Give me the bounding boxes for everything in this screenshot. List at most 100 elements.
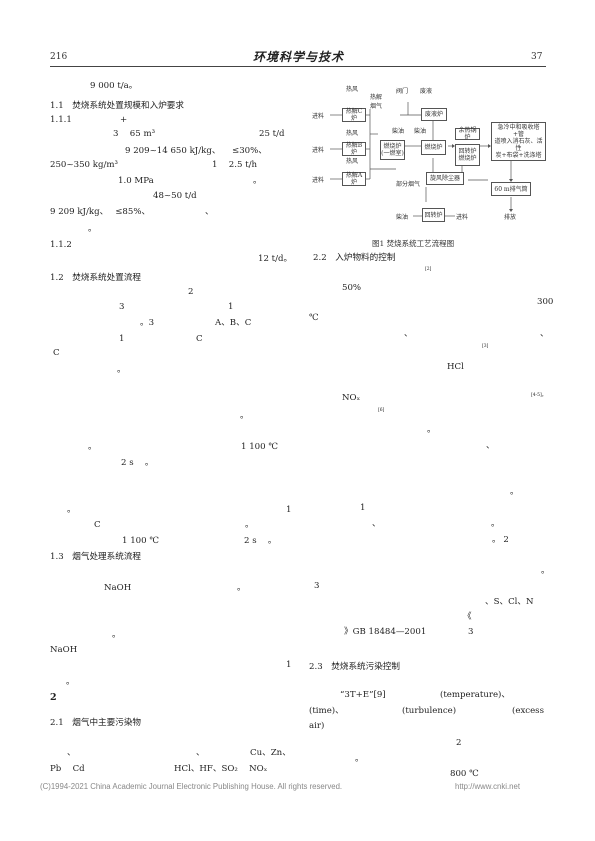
box-stack: 60 m排气筒 <box>491 182 531 196</box>
text-fragment: 1 <box>286 505 292 515</box>
text-fragment: ≤30%、 <box>232 146 267 156</box>
section-heading: 1.3 烟气处理系统流程 <box>50 552 142 562</box>
text-fragment: 。 2 <box>492 535 509 545</box>
text-fragment: 2 s 。 <box>244 536 277 546</box>
text-fragment: 。 <box>237 583 246 593</box>
label-diesel-1: 柴油 <box>392 128 405 135</box>
text-fragment: air) <box>309 721 325 731</box>
text-fragment: 。 <box>491 519 500 529</box>
text-fragment: 1.0 MPa <box>118 176 154 186</box>
text-fragment: 9 000 t/a。 <box>90 81 138 91</box>
text-fragment: “3T+E”[9] <box>340 690 386 700</box>
text-fragment: 。 <box>510 487 519 497</box>
text-fragment: 、 <box>196 748 205 758</box>
text-fragment: 、 <box>205 207 214 217</box>
text-fragment: 250~350 kg/m³ <box>50 160 118 170</box>
header-rule <box>50 66 546 67</box>
text-fragment: 、 <box>486 441 495 451</box>
text-fragment: 、 <box>67 748 76 758</box>
section-heading: 1.1 焚烧系统处置规模和入炉要求 <box>50 101 184 111</box>
text-fragment: 9 209 kJ/kg、 ≤85%、 <box>50 207 151 217</box>
text-fragment: (temperature)、 <box>440 690 510 700</box>
figure-caption: 图1 焚烧系统工艺流程图 <box>372 239 455 248</box>
label-diesel-2: 柴油 <box>414 128 427 135</box>
text-fragment: + <box>120 115 128 125</box>
text-fragment: 。 <box>117 365 126 375</box>
section-heading: 2.3 焚烧系统污染控制 <box>309 662 401 672</box>
text-fragment: 12 t/d。 <box>258 254 293 264</box>
text-fragment: 》GB 18484—2001 <box>344 627 427 637</box>
page-number-left: 216 <box>50 52 68 62</box>
box-pyro-c: 热解C炉 <box>342 108 366 122</box>
text-fragment: (time)、 <box>309 706 344 716</box>
text-fragment: A、B、C <box>215 318 252 328</box>
text-fragment: 、 <box>540 329 549 339</box>
label-discharge: 排放 <box>504 214 517 221</box>
text-fragment: 800 ℃ <box>450 769 479 779</box>
text-fragment: 。 <box>112 630 121 640</box>
text-fragment: 1 2.5 t/h <box>212 160 258 170</box>
box-rotary-combustion: 回转炉燃烧炉 <box>455 144 480 166</box>
citation-ref: [6] <box>378 408 385 413</box>
citation-ref: [2] <box>425 267 432 272</box>
text-fragment: (turbulence) <box>402 706 457 716</box>
label-feed-2: 进料 <box>312 147 325 154</box>
text-fragment: 。 <box>240 411 249 421</box>
label-diesel-3: 柴油 <box>396 214 409 221</box>
text-fragment: 1.1.1 <box>50 115 72 125</box>
text-fragment: 。 <box>67 505 76 515</box>
text-fragment: 2 <box>188 287 194 297</box>
section-heading: 2.2 入炉物料的控制 <box>313 253 396 263</box>
text-fragment: 1 100 ℃ <box>241 442 278 452</box>
text-fragment: NOₓ <box>342 393 361 403</box>
text-fragment: 、 <box>372 519 381 529</box>
text-fragment: 。 <box>245 520 254 530</box>
citation-ref: [3] <box>482 344 489 349</box>
label-feed-4: 进料 <box>456 214 469 221</box>
text-fragment: 1 <box>360 503 366 513</box>
text-fragment: 1 <box>228 302 234 312</box>
text-fragment: 25 t/d <box>259 129 285 139</box>
text-fragment: 3 <box>314 581 320 591</box>
label-pyro-gas: 热解烟气 <box>370 94 383 110</box>
label-waste-liquid: 废液 <box>420 88 433 95</box>
text-fragment: 3 <box>119 302 125 312</box>
copyright-notice: (C)1994-2021 China Academic Journal Elec… <box>40 782 343 791</box>
box-pyro-b: 热解B炉 <box>342 142 366 156</box>
text-fragment: 。 <box>427 425 436 435</box>
text-fragment: Cu、Zn、 <box>250 748 291 758</box>
text-fragment: 、S、Cl、N <box>485 597 534 607</box>
label-partial-flue: 部分烟气 <box>396 181 421 188</box>
citation-ref: [4-5]。 <box>531 393 547 398</box>
label-hot-air-top: 热风 <box>346 86 359 93</box>
box-waste-liquid-furnace: 废液炉 <box>421 108 447 121</box>
box-flue-gas-treatment: 急冷中和吸收塔+管 道喷入消石灰、活性 炭+布袋+洗涤塔 <box>491 122 546 161</box>
box-rotary-kiln: 回转炉 <box>422 208 445 222</box>
section-heading: 1.2 焚烧系统处置流程 <box>50 273 142 283</box>
label-valve: 阀门 <box>396 88 409 95</box>
text-fragment: 。3 <box>140 318 155 328</box>
text-fragment: C <box>196 334 203 344</box>
box-cyclone: 旋风除尘器 <box>426 172 464 185</box>
text-fragment: 1.1.2 <box>50 240 72 250</box>
text-fragment: 。 <box>66 677 75 687</box>
text-fragment: 2 s 。 <box>121 458 154 468</box>
section-heading: 2.1 烟气中主要污染物 <box>50 718 142 728</box>
text-fragment: 3 <box>468 627 474 637</box>
text-fragment: 《 <box>463 612 472 622</box>
text-fragment: 1 <box>286 660 292 670</box>
text-fragment: 1 100 ℃ <box>122 536 159 546</box>
flow-connectors <box>330 102 513 217</box>
text-fragment: 。 <box>253 176 262 186</box>
text-fragment: C <box>53 348 60 358</box>
cnki-url[interactable]: http://www.cnki.net <box>455 782 521 791</box>
label-hot-air-mid: 热风 <box>346 130 359 137</box>
text-fragment: 2 <box>456 738 462 748</box>
text-fragment: 。 <box>88 224 97 234</box>
text-fragment: 9 209~14 650 kJ/kg、 <box>125 146 221 156</box>
text-fragment: ℃ <box>309 313 319 323</box>
label-hot-air-low: 热风 <box>346 158 359 165</box>
text-fragment: 。 <box>355 754 364 764</box>
box-pyro-a: 热解A炉 <box>342 172 366 186</box>
text-fragment: Pb Cd <box>50 764 85 774</box>
